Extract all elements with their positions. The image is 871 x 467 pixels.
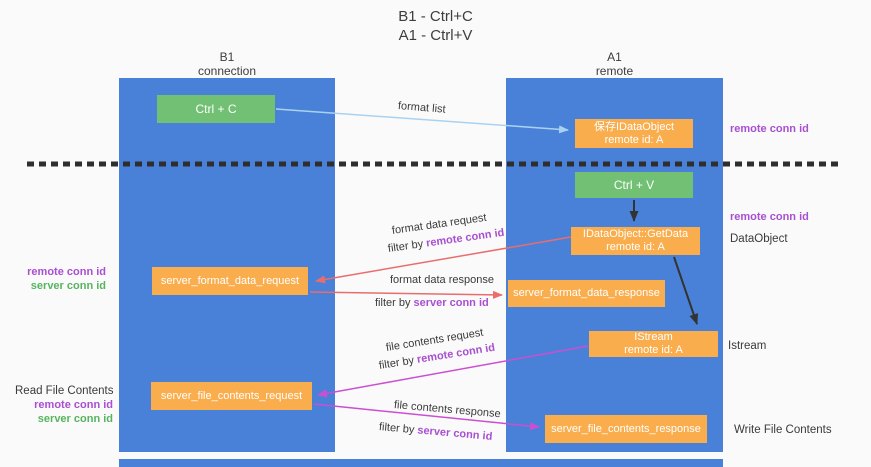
lane-header-b1: B1 connection bbox=[119, 50, 335, 78]
filter-by-text: filter by bbox=[378, 421, 415, 437]
server-format-data-request-node: server_format_data_request bbox=[152, 267, 308, 295]
getdata-node: IDataObject::GetData remote id: A bbox=[571, 227, 700, 255]
right-remote-conn-id-top: remote conn id bbox=[730, 123, 809, 135]
ctrl-c-label: Ctrl + C bbox=[195, 102, 237, 116]
right-remote-conn-id-mid: remote conn id bbox=[730, 211, 809, 223]
format-data-response-filter: filter by server conn id bbox=[375, 297, 489, 309]
lane-bottom-strip bbox=[119, 459, 723, 467]
file-contents-response-filter: filter by server conn id bbox=[378, 421, 492, 443]
filter-by-text: filter by bbox=[375, 297, 411, 309]
server-file-contents-request-node: server_file_contents_request bbox=[151, 382, 312, 410]
istream-label: Istream bbox=[728, 340, 767, 352]
istream-line2: remote id: A bbox=[624, 344, 683, 356]
read-file-contents-label: Read File Contents bbox=[15, 385, 114, 397]
server-conn-id-key: server conn id bbox=[413, 297, 489, 309]
istream-node: IStream remote id: A bbox=[589, 331, 718, 357]
file-contents-response-label: file contents response bbox=[393, 399, 502, 421]
save-dataobject-line2: remote id: A bbox=[604, 133, 664, 146]
server-format-data-response-node: server_format_data_response bbox=[508, 280, 665, 307]
format-response-arrow bbox=[309, 290, 503, 299]
ctrl-v-label: Ctrl + V bbox=[613, 178, 655, 192]
format-list-label: format list bbox=[397, 100, 447, 116]
filter-by-text: filter by bbox=[378, 354, 415, 372]
server-conn-id-key: server conn id bbox=[416, 424, 493, 443]
read-file-contents-annotations: Read File Contents remote conn id server… bbox=[15, 384, 113, 426]
istream-line1: IStream bbox=[634, 331, 673, 343]
diagram-title-line2: A1 - Ctrl+V bbox=[398, 27, 473, 44]
lane-a1-name: A1 bbox=[607, 50, 622, 64]
getdata-line1: IDataObject::GetData bbox=[582, 228, 689, 240]
server-file-contents-request-label: server_file_contents_request bbox=[160, 389, 303, 402]
save-dataobject-node: 保存IDataObject remote id: A bbox=[575, 119, 693, 148]
left-server-conn-id: server conn id bbox=[30, 280, 106, 292]
save-dataobject-line1: 保存IDataObject bbox=[593, 120, 675, 133]
ctrl-c-node: Ctrl + C bbox=[157, 95, 275, 123]
filter-by-text: filter by bbox=[387, 238, 424, 255]
left-server-conn-id-2: server conn id bbox=[37, 413, 113, 425]
left-conn-id-annotations: remote conn id server conn id bbox=[15, 265, 106, 293]
left-remote-conn-id-2: remote conn id bbox=[34, 399, 113, 411]
left-remote-conn-id: remote conn id bbox=[27, 266, 106, 278]
ctrl-v-node: Ctrl + V bbox=[575, 172, 693, 198]
server-format-data-request-label: server_format_data_request bbox=[160, 274, 300, 287]
diagram-title: B1 - Ctrl+C A1 - Ctrl+V bbox=[0, 7, 871, 45]
lane-b1-name: B1 bbox=[219, 50, 235, 64]
server-file-contents-response-label: server_file_contents_response bbox=[551, 422, 701, 435]
lane-header-a1: A1 remote bbox=[506, 50, 723, 78]
write-file-contents-label: Write File Contents bbox=[734, 424, 832, 436]
format-data-response-label: format data response bbox=[390, 274, 494, 286]
lane-a1-role: remote bbox=[595, 64, 634, 78]
getdata-line2: remote id: A bbox=[606, 241, 665, 253]
dataobject-label: DataObject bbox=[730, 233, 788, 245]
diagram-title-line1: B1 - Ctrl+C bbox=[398, 8, 473, 25]
server-file-contents-response-node: server_file_contents_response bbox=[545, 415, 707, 443]
lane-b1-role: connection bbox=[197, 64, 257, 78]
server-format-data-response-label: server_format_data_response bbox=[513, 287, 660, 299]
